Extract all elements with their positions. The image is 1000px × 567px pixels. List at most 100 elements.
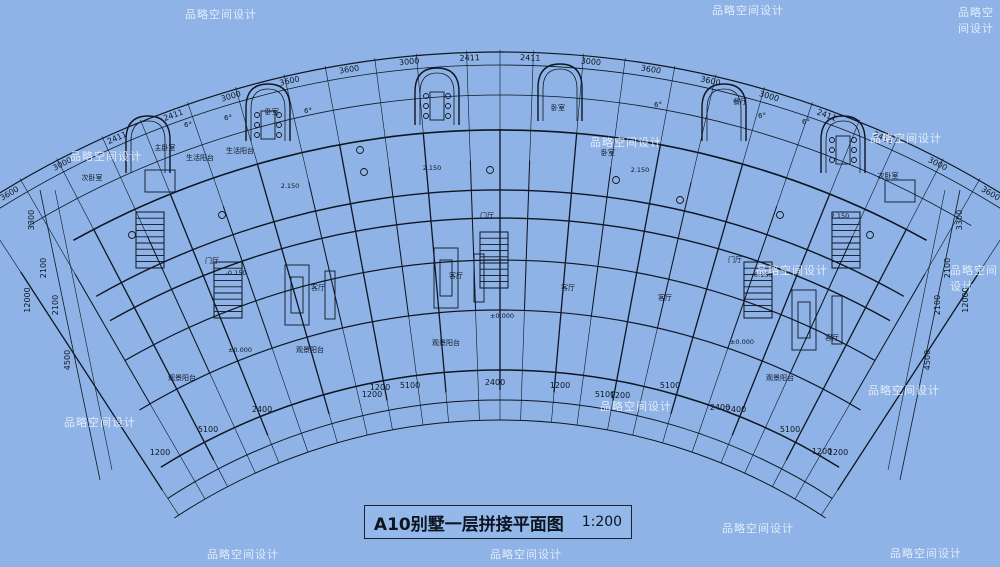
watermark: 品略空间设计 (870, 132, 942, 145)
chair (829, 157, 835, 163)
chair (423, 93, 429, 99)
room-label: 观景阳台 (432, 338, 460, 347)
dimension-line-left (54, 189, 113, 471)
toilet (486, 166, 494, 174)
dimension-label: 2100 (933, 295, 942, 315)
watermark: 品略空间设计 (756, 264, 828, 277)
watermark: 品略空间设计 (722, 522, 794, 535)
interior-wall (469, 160, 477, 311)
watermark: 品略空间设计 (64, 416, 136, 429)
toilet (128, 231, 136, 239)
drawing-title: A10别墅一层拼接平面图 (373, 514, 564, 535)
room-label: 客厅 (561, 283, 575, 292)
elevation-label: -0.150 (226, 269, 247, 277)
watermark: 品略空间设计 (70, 150, 142, 163)
dimension-label: 12000 (23, 287, 32, 312)
room-label: 卧室 (601, 148, 615, 157)
bed (884, 179, 916, 203)
watermark: 品略空间设计 (950, 264, 998, 293)
watermark: 品略空间设计 (185, 8, 257, 21)
angle-annotation: 6° (802, 118, 810, 126)
drawing-title-block: A10别墅一层拼接平面图 1:200 (364, 505, 632, 539)
room-label: 门厅 (205, 256, 219, 265)
dimension-label: 5100 (595, 390, 615, 399)
toilet (218, 211, 226, 219)
drawing-scale: 1:200 (581, 514, 623, 530)
watermark: 品略空间设计 (490, 548, 562, 561)
room-label: 门厅 (480, 211, 494, 220)
dimension-label: 2400 (710, 403, 730, 412)
dimension-label: 5100 (660, 381, 680, 390)
toilet (360, 168, 368, 176)
room-label: 餐厅 (733, 97, 747, 106)
dimension-label: 3300 (955, 210, 964, 230)
room-label: 观景阳台 (168, 373, 196, 382)
interior-wall (147, 236, 211, 374)
interior-wall (523, 160, 531, 311)
dimension-label: 3600 (0, 184, 20, 202)
watermark: 品略空间设计 (590, 136, 662, 149)
toilet (676, 196, 684, 204)
bay-window (701, 83, 747, 141)
chair (254, 122, 260, 128)
watermark: 品略空间设计 (868, 384, 940, 397)
room-label: 生活阳台 (226, 146, 254, 155)
watermark: 品略空间设计 (712, 4, 784, 17)
dimension-label: 2100 (943, 258, 952, 278)
bay-window (542, 68, 578, 121)
chair (851, 157, 857, 163)
dimension-label: 4500 (63, 350, 72, 370)
elevation-label: ±0.000 (490, 312, 514, 320)
room-label: 次卧室 (82, 173, 103, 182)
tv-cabinet (831, 295, 843, 345)
party-wall (93, 229, 215, 461)
dimension-line-right (899, 189, 961, 481)
tv-cabinet (473, 253, 485, 303)
room-label: 观景阳台 (766, 373, 794, 382)
angle-annotation: 6° (224, 114, 232, 122)
dining-table (260, 110, 276, 140)
dining-table (429, 91, 445, 121)
chair (445, 113, 451, 119)
dimension-label: 3000 (927, 155, 949, 172)
dimension-label: 3600 (640, 63, 662, 75)
room-label: 观景阳台 (296, 345, 324, 354)
dimension-label: 2411 (520, 53, 541, 63)
bay-window (820, 115, 866, 173)
dimension-label: 3000 (580, 56, 601, 67)
room-label: 卧室 (551, 103, 565, 112)
dimension-label: 2400 (252, 405, 272, 414)
dimension-label: 1200 (550, 381, 570, 390)
party-wall (256, 163, 330, 415)
watermark: 品略空间设计 (207, 548, 279, 561)
party-wall (20, 271, 163, 491)
chair (829, 147, 835, 153)
dimension-label: 3600 (700, 74, 722, 87)
party-wall (553, 133, 578, 393)
dimension-label: 1200 (828, 448, 848, 457)
angle-annotation: 6° (184, 121, 192, 129)
elevation-label: 2.150 (423, 164, 442, 172)
balcony-arc (174, 419, 826, 519)
bay-window (706, 88, 742, 141)
room-label: 客厅 (658, 293, 672, 302)
dimension-label: 2411 (106, 130, 128, 146)
room-label: 主卧室 (155, 143, 176, 152)
sofa (433, 247, 459, 309)
interior-wall (849, 273, 926, 405)
room-label: 客厅 (449, 271, 463, 280)
dimension-label: 3600 (980, 184, 1000, 202)
interior-wall (789, 236, 853, 374)
dimension-label: 2100 (51, 295, 60, 315)
party-wall (670, 163, 744, 415)
bay-window (825, 120, 861, 173)
dimension-label: 5100 (780, 425, 800, 434)
party-wall (612, 144, 662, 401)
chair (851, 137, 857, 143)
stair (831, 211, 861, 269)
party-wall (169, 193, 269, 436)
tv-cabinet (324, 270, 336, 320)
room-label: 客厅 (825, 333, 839, 342)
toilet (356, 146, 364, 154)
